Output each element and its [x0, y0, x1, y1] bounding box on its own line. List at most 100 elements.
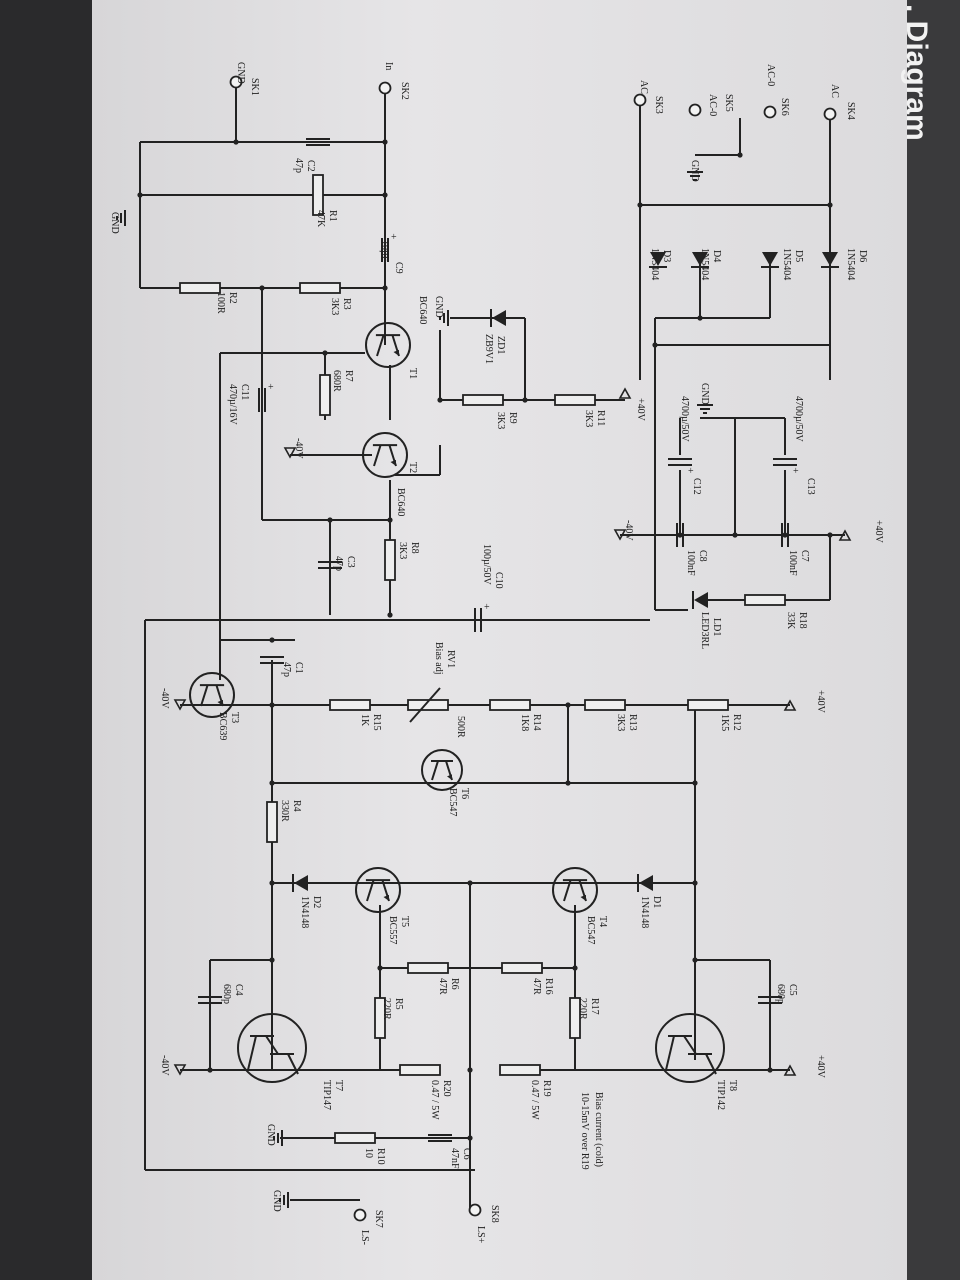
transistor-t3	[189, 672, 235, 718]
label-r16_val: 47R	[531, 978, 542, 995]
label-rv1_note: Bias adj	[433, 642, 444, 675]
label-r10: R10	[375, 1148, 386, 1165]
capacitor-c10-plus: +	[484, 602, 490, 613]
darlington-t8	[655, 1013, 725, 1083]
label-r6: R6	[449, 978, 460, 990]
resistor-r8	[384, 539, 396, 581]
junction-dot	[692, 957, 698, 963]
sk4-terminal	[823, 107, 837, 121]
label-gnd: GND	[433, 296, 444, 318]
label-sk1: SK1	[249, 78, 260, 96]
label-r15_val: 1K	[359, 714, 370, 727]
transistor-t6	[421, 749, 463, 791]
label-t5: T5	[399, 916, 410, 927]
label-sk8: SK8	[489, 1205, 500, 1223]
label-gnd: GND	[265, 1124, 276, 1146]
circuit-components: +++++	[116, 75, 852, 1222]
junction-dot	[387, 517, 393, 523]
label-r17: R17	[589, 998, 600, 1015]
led-ld1	[692, 591, 708, 609]
label-t1: T1	[407, 368, 418, 379]
label-r15: R15	[371, 714, 382, 731]
junction-dot	[437, 397, 443, 403]
label-r14: R14	[531, 714, 542, 731]
transistor-t3-arrow	[217, 699, 223, 706]
label-sk4: SK4	[845, 102, 856, 120]
label-c5: C5	[787, 984, 798, 996]
label-c5_val: 680p	[775, 984, 786, 1004]
junction-dot	[382, 139, 388, 145]
resistor-r2	[179, 282, 221, 294]
transistor-t3-collector	[200, 684, 209, 707]
label-r1_val: 47K	[315, 210, 326, 228]
junction-dot	[827, 532, 833, 538]
transistor-t4-circle	[552, 867, 598, 913]
label-c11: C11	[239, 384, 250, 400]
sk5-terminal	[688, 103, 702, 117]
label-r18: R18	[797, 612, 808, 629]
transistor-t2-arrow	[390, 459, 396, 466]
capacitor-c9-plus: +	[391, 232, 397, 243]
label-d4_type: 1N5404	[699, 248, 710, 280]
resistor-r11	[554, 394, 596, 406]
label-d5: D5	[793, 250, 804, 262]
label-c2_val: 47p	[293, 158, 304, 173]
junction-dot	[565, 780, 571, 786]
label-ld1: LD1	[711, 618, 722, 636]
label-plus40: +40V	[815, 690, 826, 714]
resistor-r6	[407, 962, 449, 974]
gnd-zobel	[273, 1130, 283, 1146]
junction-dot	[467, 1067, 473, 1073]
plus40-arrow-t8	[783, 1064, 797, 1076]
capacitor-c6	[428, 1134, 452, 1142]
resistor-r14	[489, 699, 531, 711]
label-gnd: GND	[109, 212, 120, 234]
label-t8_type: TIP142	[715, 1080, 726, 1110]
label-r2_val: 100R	[215, 292, 226, 314]
label-t4_type: BC547	[585, 916, 596, 944]
label-r5_val: 220R	[381, 998, 392, 1020]
junction-dot	[467, 880, 473, 886]
label-d5_type: 1N5404	[781, 248, 792, 280]
label-r14_val: 1K8	[519, 714, 530, 731]
label-r20_val: 0.47 / 5W	[429, 1080, 440, 1120]
label-c13: C13	[805, 478, 816, 495]
label-t2_type: BC640	[395, 488, 406, 516]
minus40-arrow-t3	[173, 699, 187, 711]
diode-d5	[761, 252, 779, 268]
transistor-t4-collector	[563, 879, 572, 902]
label-r7_val: 680R	[331, 370, 342, 392]
junction-dot	[737, 152, 743, 158]
label-gnd: GND	[271, 1190, 282, 1212]
transistor-t2	[362, 432, 408, 478]
label-c10: C10	[493, 572, 504, 589]
diode-d1	[637, 874, 653, 892]
label-t7: T7	[333, 1080, 344, 1091]
label-t3_type: BC639	[217, 712, 228, 740]
capacitor-c1	[260, 656, 284, 664]
junction-dot	[322, 350, 328, 356]
capacitor-c12: +	[668, 458, 694, 477]
darlington-t8-circle	[655, 1013, 725, 1083]
transistor-t2-collector	[373, 444, 382, 467]
junction-dot	[692, 780, 698, 786]
label-r3_val: 3K3	[329, 298, 340, 315]
label-sk8_net: LS+	[475, 1226, 486, 1244]
label-d1: D1	[651, 896, 662, 908]
resistor-r15	[329, 699, 371, 711]
label-t8: T8	[727, 1080, 738, 1091]
label-c1_val: 47p	[281, 662, 292, 677]
label-c9: C9	[393, 262, 404, 274]
label-zd1_val: ZB9V1	[483, 334, 494, 364]
label-t2: T2	[407, 462, 418, 473]
darlington-t8-lead	[705, 1053, 717, 1075]
resistor-r5	[374, 997, 386, 1039]
label-c1: C1	[293, 662, 304, 674]
label-r1: R1	[327, 210, 338, 222]
label-c4: C4	[233, 984, 244, 996]
label-r18_val: 33K	[785, 612, 796, 630]
gnd-speaker	[279, 1192, 289, 1208]
